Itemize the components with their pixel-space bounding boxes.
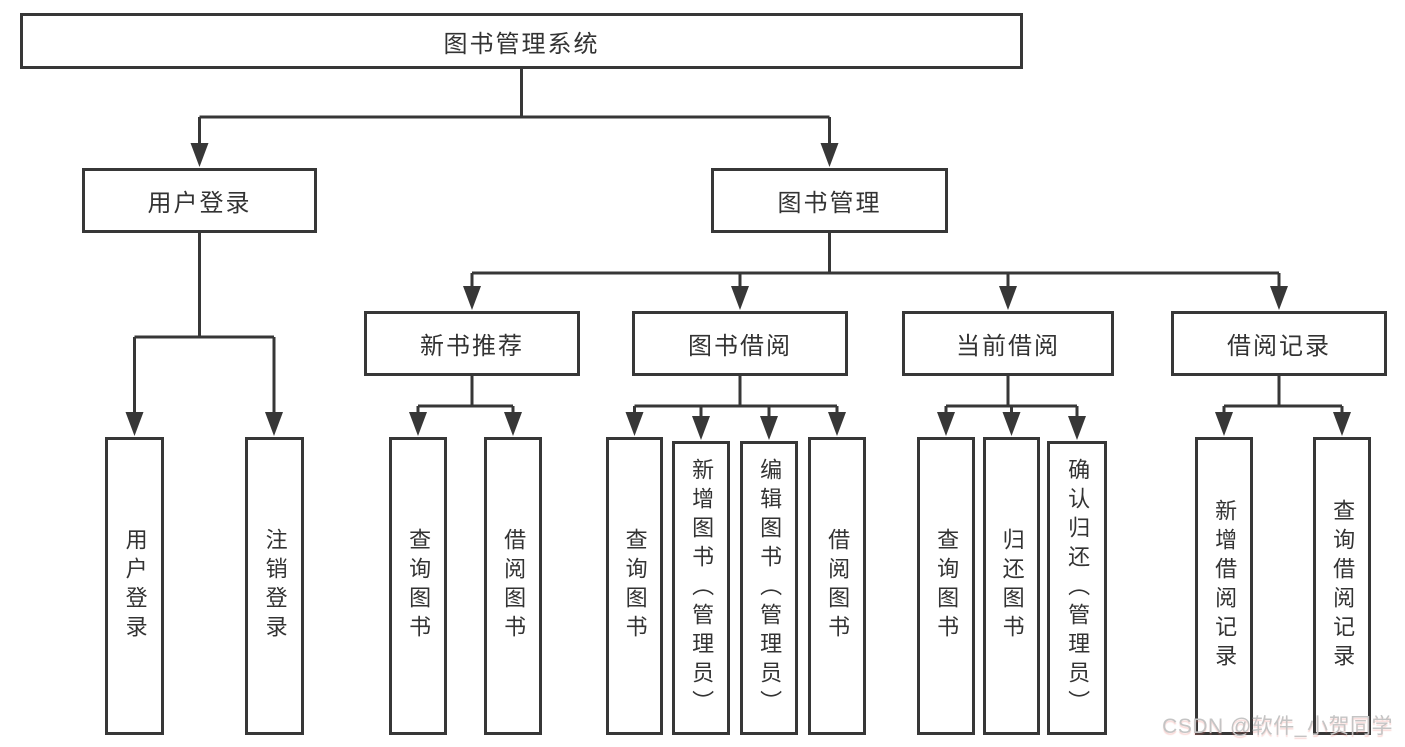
leaf-add-borrow-record: 新增借阅记录	[1195, 437, 1253, 735]
leaf-label: 新增图书（管理员）	[689, 457, 715, 719]
leaf-return-book: 归还图书	[983, 437, 1040, 735]
leaf-label: 注销登录	[262, 528, 288, 644]
leaf-confirm-return-admin: 确认归还（管理员）	[1047, 441, 1107, 735]
node-label: 新书推荐	[420, 333, 524, 360]
node-new-book-recommendation: 新书推荐	[364, 311, 580, 376]
leaf-label: 确认归还（管理员）	[1065, 457, 1091, 719]
node-label: 借阅记录	[1227, 333, 1331, 360]
leaf-label: 查询图书	[622, 528, 648, 644]
arrowheads	[125, 143, 1351, 440]
csdn-watermark: CSDN @软件_小贺同学	[1162, 715, 1393, 738]
leaf-borrow-books-borrow: 借阅图书	[808, 437, 866, 735]
leaf-label: 新增借阅记录	[1212, 499, 1238, 673]
node-book-borrowing: 图书借阅	[632, 311, 848, 376]
leaf-label: 查询图书	[934, 528, 960, 644]
node-label: 当前借阅	[956, 333, 1060, 360]
leaf-label: 查询图书	[406, 528, 432, 644]
leaf-user-login: 用户登录	[105, 437, 164, 735]
node-label: 用户登录	[147, 190, 252, 217]
leaf-query-borrow-record: 查询借阅记录	[1313, 437, 1371, 735]
leaf-borrow-books-recommend: 借阅图书	[484, 437, 542, 735]
leaf-logout: 注销登录	[245, 437, 304, 735]
node-label: 图书借阅	[688, 333, 792, 360]
leaf-edit-book-admin: 编辑图书（管理员）	[740, 441, 798, 735]
node-label: 图书管理系统	[443, 30, 600, 58]
leaf-label: 借阅图书	[501, 528, 527, 644]
node-user-login: 用户登录	[82, 168, 317, 233]
leaf-query-books-recommend: 查询图书	[389, 437, 447, 735]
leaf-add-book-admin: 新增图书（管理员）	[672, 441, 730, 735]
node-borrowing-records: 借阅记录	[1171, 311, 1387, 376]
node-label: 图书管理	[777, 190, 882, 217]
leaf-label: 编辑图书（管理员）	[757, 457, 783, 719]
node-current-borrowing: 当前借阅	[902, 311, 1114, 376]
leaf-label: 借阅图书	[825, 528, 851, 644]
leaf-query-books-borrow: 查询图书	[606, 437, 663, 735]
leaf-query-books-current: 查询图书	[917, 437, 975, 735]
leaf-label: 查询借阅记录	[1330, 499, 1356, 673]
node-book-management: 图书管理	[711, 168, 948, 233]
node-library-management-system: 图书管理系统	[20, 13, 1023, 69]
leaf-label: 用户登录	[122, 528, 148, 644]
leaf-label: 归还图书	[999, 528, 1025, 644]
